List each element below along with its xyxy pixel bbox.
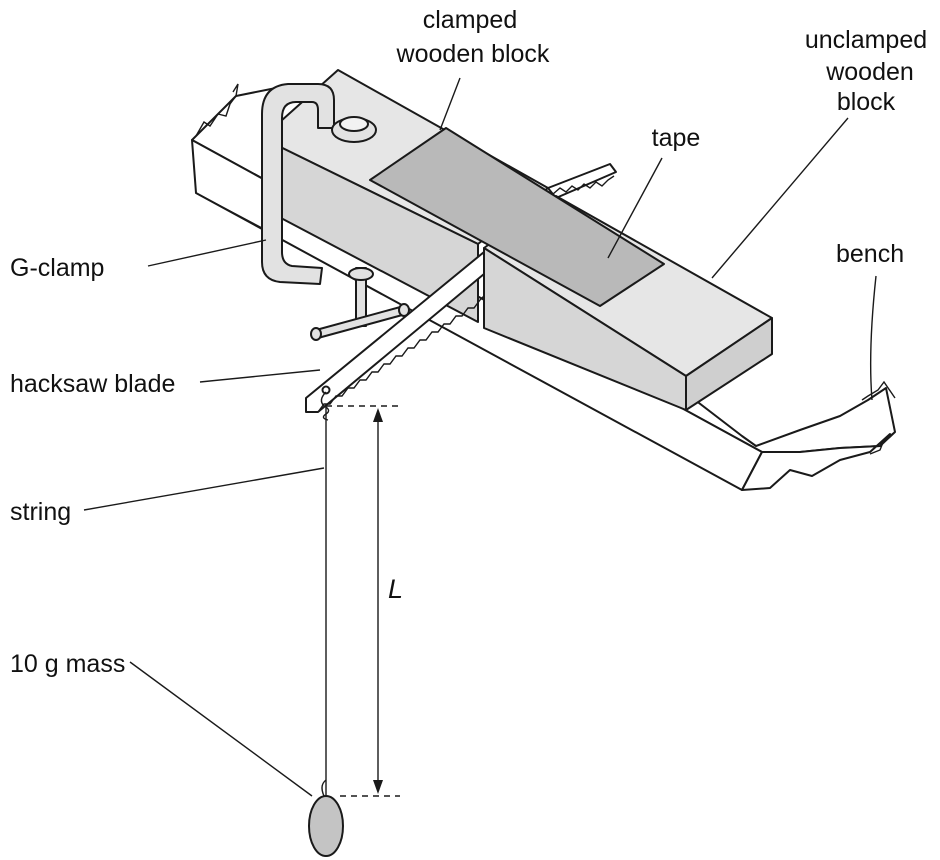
labels: clamped wooden block unclamped wooden bl… [10, 6, 927, 678]
bench-underside [195, 192, 263, 229]
tape [369, 127, 665, 307]
string-knot-top [320, 391, 330, 421]
blade-hole [321, 385, 331, 395]
leader-tape [607, 157, 663, 259]
label-string: string [10, 498, 71, 526]
label-unclamped-line3: block [837, 88, 896, 116]
label-bench: bench [836, 240, 904, 268]
leader-mass [129, 661, 313, 797]
label-clamped-line2: wooden block [396, 40, 550, 68]
arrow-top [373, 408, 383, 422]
string [320, 391, 330, 801]
label-mass: 10 g mass [10, 650, 125, 678]
label-g-clamp: G-clamp [10, 254, 104, 282]
bench-broken-edge-right [861, 380, 896, 455]
bench-broken-edge-left [195, 83, 239, 137]
mass [308, 795, 344, 857]
leader-string [83, 467, 325, 511]
leader-clamped-block [439, 77, 461, 131]
length-dimension [326, 405, 400, 797]
label-length: L [388, 574, 403, 604]
hacksaw-teeth [317, 295, 485, 413]
label-tape: tape [652, 124, 701, 152]
arrow-bottom [373, 780, 383, 794]
hacksaw-blade-rear [547, 163, 617, 199]
g-clamp-frame [261, 83, 335, 285]
leader-bench [869, 275, 877, 401]
label-unclamped-line1: unclamped [805, 26, 927, 54]
hacksaw-blade [305, 251, 485, 413]
label-hacksaw-blade: hacksaw blade [10, 370, 175, 398]
unclamped-block-end [685, 317, 773, 411]
leader-g-clamp [147, 239, 267, 267]
g-clamp [261, 83, 410, 341]
leader-unclamped-block [711, 117, 849, 279]
bench-end-face [741, 433, 891, 491]
label-unclamped-line2: wooden [825, 58, 914, 86]
leader-lines [83, 77, 877, 797]
label-clamped-line1: clamped [423, 6, 518, 34]
leader-hacksaw [199, 369, 321, 383]
